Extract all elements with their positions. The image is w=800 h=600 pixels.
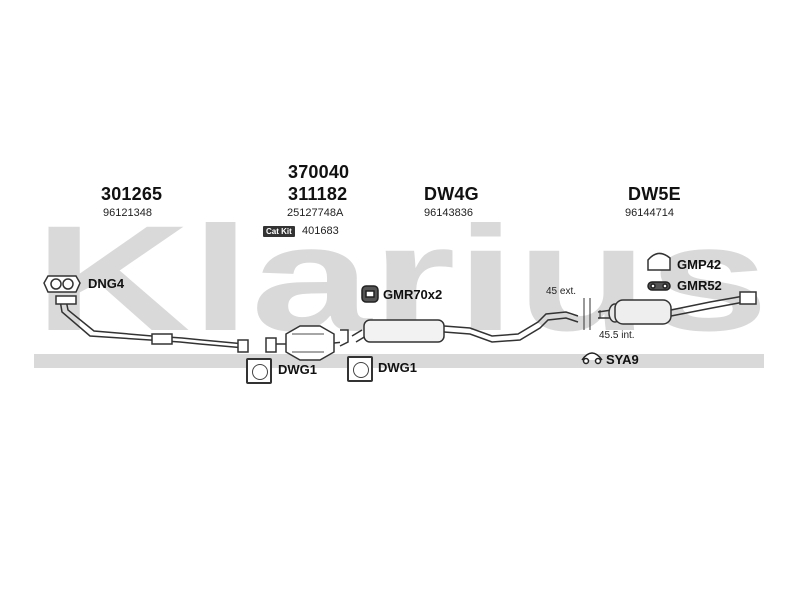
dimension-markers (583, 298, 601, 330)
center-box-oe-number: 96143836 (424, 207, 473, 219)
center-box-part-number[interactable]: DW4G (424, 184, 479, 204)
catalyst-part-number[interactable]: 311182 (288, 184, 348, 204)
gmp42-mount-icon (647, 252, 671, 271)
cat-kit-badge: Cat Kit (263, 226, 295, 237)
gmr70-rubber-icon (361, 285, 379, 303)
gmr52-rubber-icon (647, 281, 671, 291)
dwg1-b-label[interactable]: DWG1 (378, 360, 417, 375)
dwg1-gasket-b-icon (347, 356, 373, 382)
catalyst-oe-number: 25127748A (287, 207, 344, 219)
gmr70x2-label[interactable]: GMR70x2 (383, 287, 443, 302)
catalyst-part-number-top[interactable]: 370040 (288, 162, 350, 182)
gmp42-label[interactable]: GMP42 (677, 257, 722, 272)
dimension-int: 45.5 int. (599, 330, 635, 341)
dng4-label[interactable]: DNG4 (88, 276, 125, 291)
watermark-underline (34, 354, 764, 368)
front-pipe-part-number[interactable]: 301265 (101, 184, 163, 204)
front-pipe-drawing (55, 295, 249, 353)
front-pipe-oe-number: 96121348 (103, 207, 152, 219)
catalyst-drawing (265, 325, 349, 361)
dng4-gasket-icon (43, 275, 81, 293)
rear-box-part-number[interactable]: DW5E (628, 184, 681, 204)
dwg1-gasket-a-icon (246, 358, 272, 384)
dimension-ext: 45 ext. (546, 286, 577, 297)
dwg1-a-label[interactable]: DWG1 (278, 362, 317, 377)
cat-kit-number[interactable]: 401683 (302, 225, 339, 237)
center-box-drawing (351, 311, 579, 343)
gmr52-label[interactable]: GMR52 (677, 278, 722, 293)
rear-box-drawing (597, 291, 757, 325)
sya9-clamp-icon (581, 352, 603, 365)
rear-box-oe-number: 96144714 (625, 207, 674, 219)
sya9-label[interactable]: SYA9 (606, 352, 639, 367)
